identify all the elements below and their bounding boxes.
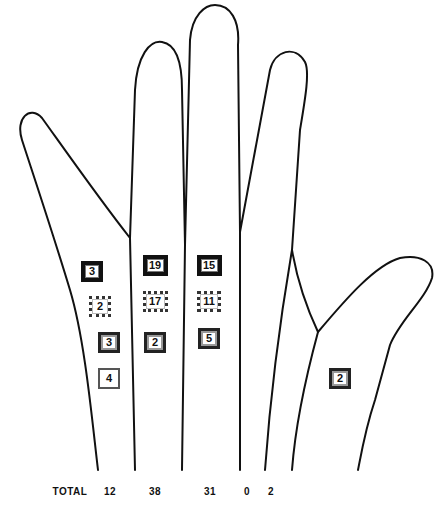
callout-box: 2 [144, 332, 166, 353]
callout-number: 2 [152, 337, 158, 348]
callout-number: 3 [106, 337, 112, 348]
ray-line [130, 238, 135, 470]
callout-box: 3 [81, 261, 103, 282]
ray-line [265, 250, 292, 470]
hand-contour [20, 5, 432, 470]
callout-box: 4 [98, 368, 120, 389]
total-value: 12 [104, 486, 116, 497]
callout-box: 11 [197, 291, 221, 312]
total-value: 2 [268, 486, 274, 497]
total-value: 0 [244, 486, 250, 497]
callout-number: 5 [206, 333, 212, 344]
callout-box: 5 [198, 328, 220, 349]
callout-box: 17 [143, 291, 168, 312]
callout-box: 19 [143, 255, 168, 276]
callout-box: 15 [197, 255, 222, 276]
ray-line [182, 245, 185, 470]
total-value: 38 [149, 486, 161, 497]
total-heading: TOTAL [53, 486, 88, 497]
callout-number: 2 [97, 301, 103, 312]
ray-line [239, 232, 241, 470]
callout-number: 11 [203, 296, 215, 307]
total-value: 31 [204, 486, 216, 497]
callout-number: 2 [337, 373, 343, 384]
callout-box: 2 [329, 368, 351, 389]
callout-box: 2 [89, 296, 111, 317]
callout-number: 3 [89, 266, 95, 277]
callout-number: 4 [106, 373, 112, 384]
callout-number: 19 [149, 260, 161, 271]
callout-box: 3 [98, 332, 120, 353]
ray-line [292, 332, 318, 470]
callout-number: 17 [149, 296, 161, 307]
callout-number: 15 [203, 260, 215, 271]
